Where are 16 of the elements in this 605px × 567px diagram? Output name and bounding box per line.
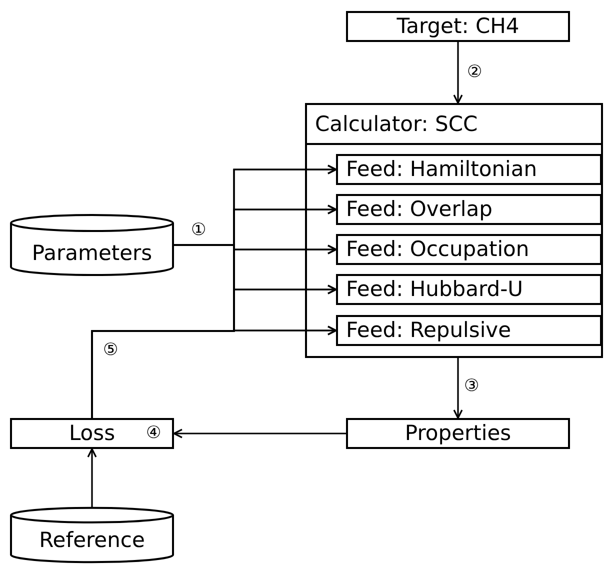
node-label: Reference	[38, 527, 146, 553]
process-box: Feed: Hubbard-U	[336, 274, 602, 305]
process-box: Feed: Occupation	[336, 234, 602, 265]
process-box: Feed: Hamiltonian	[336, 154, 602, 185]
calculator-panel	[305, 103, 603, 358]
process-box: Properties	[346, 418, 570, 449]
panel-heading: Calculator: SCC	[307, 105, 601, 145]
process-box: Feed: Repulsive	[336, 315, 602, 346]
arrow	[453, 42, 463, 104]
process-box: Feed: Overlap	[336, 194, 602, 225]
arrow	[91, 326, 337, 418]
arrow	[173, 428, 346, 438]
arrow	[87, 448, 97, 507]
process-box: Target: CH4	[346, 11, 570, 42]
node-label: Parameters	[30, 240, 154, 266]
arrow	[453, 358, 463, 419]
